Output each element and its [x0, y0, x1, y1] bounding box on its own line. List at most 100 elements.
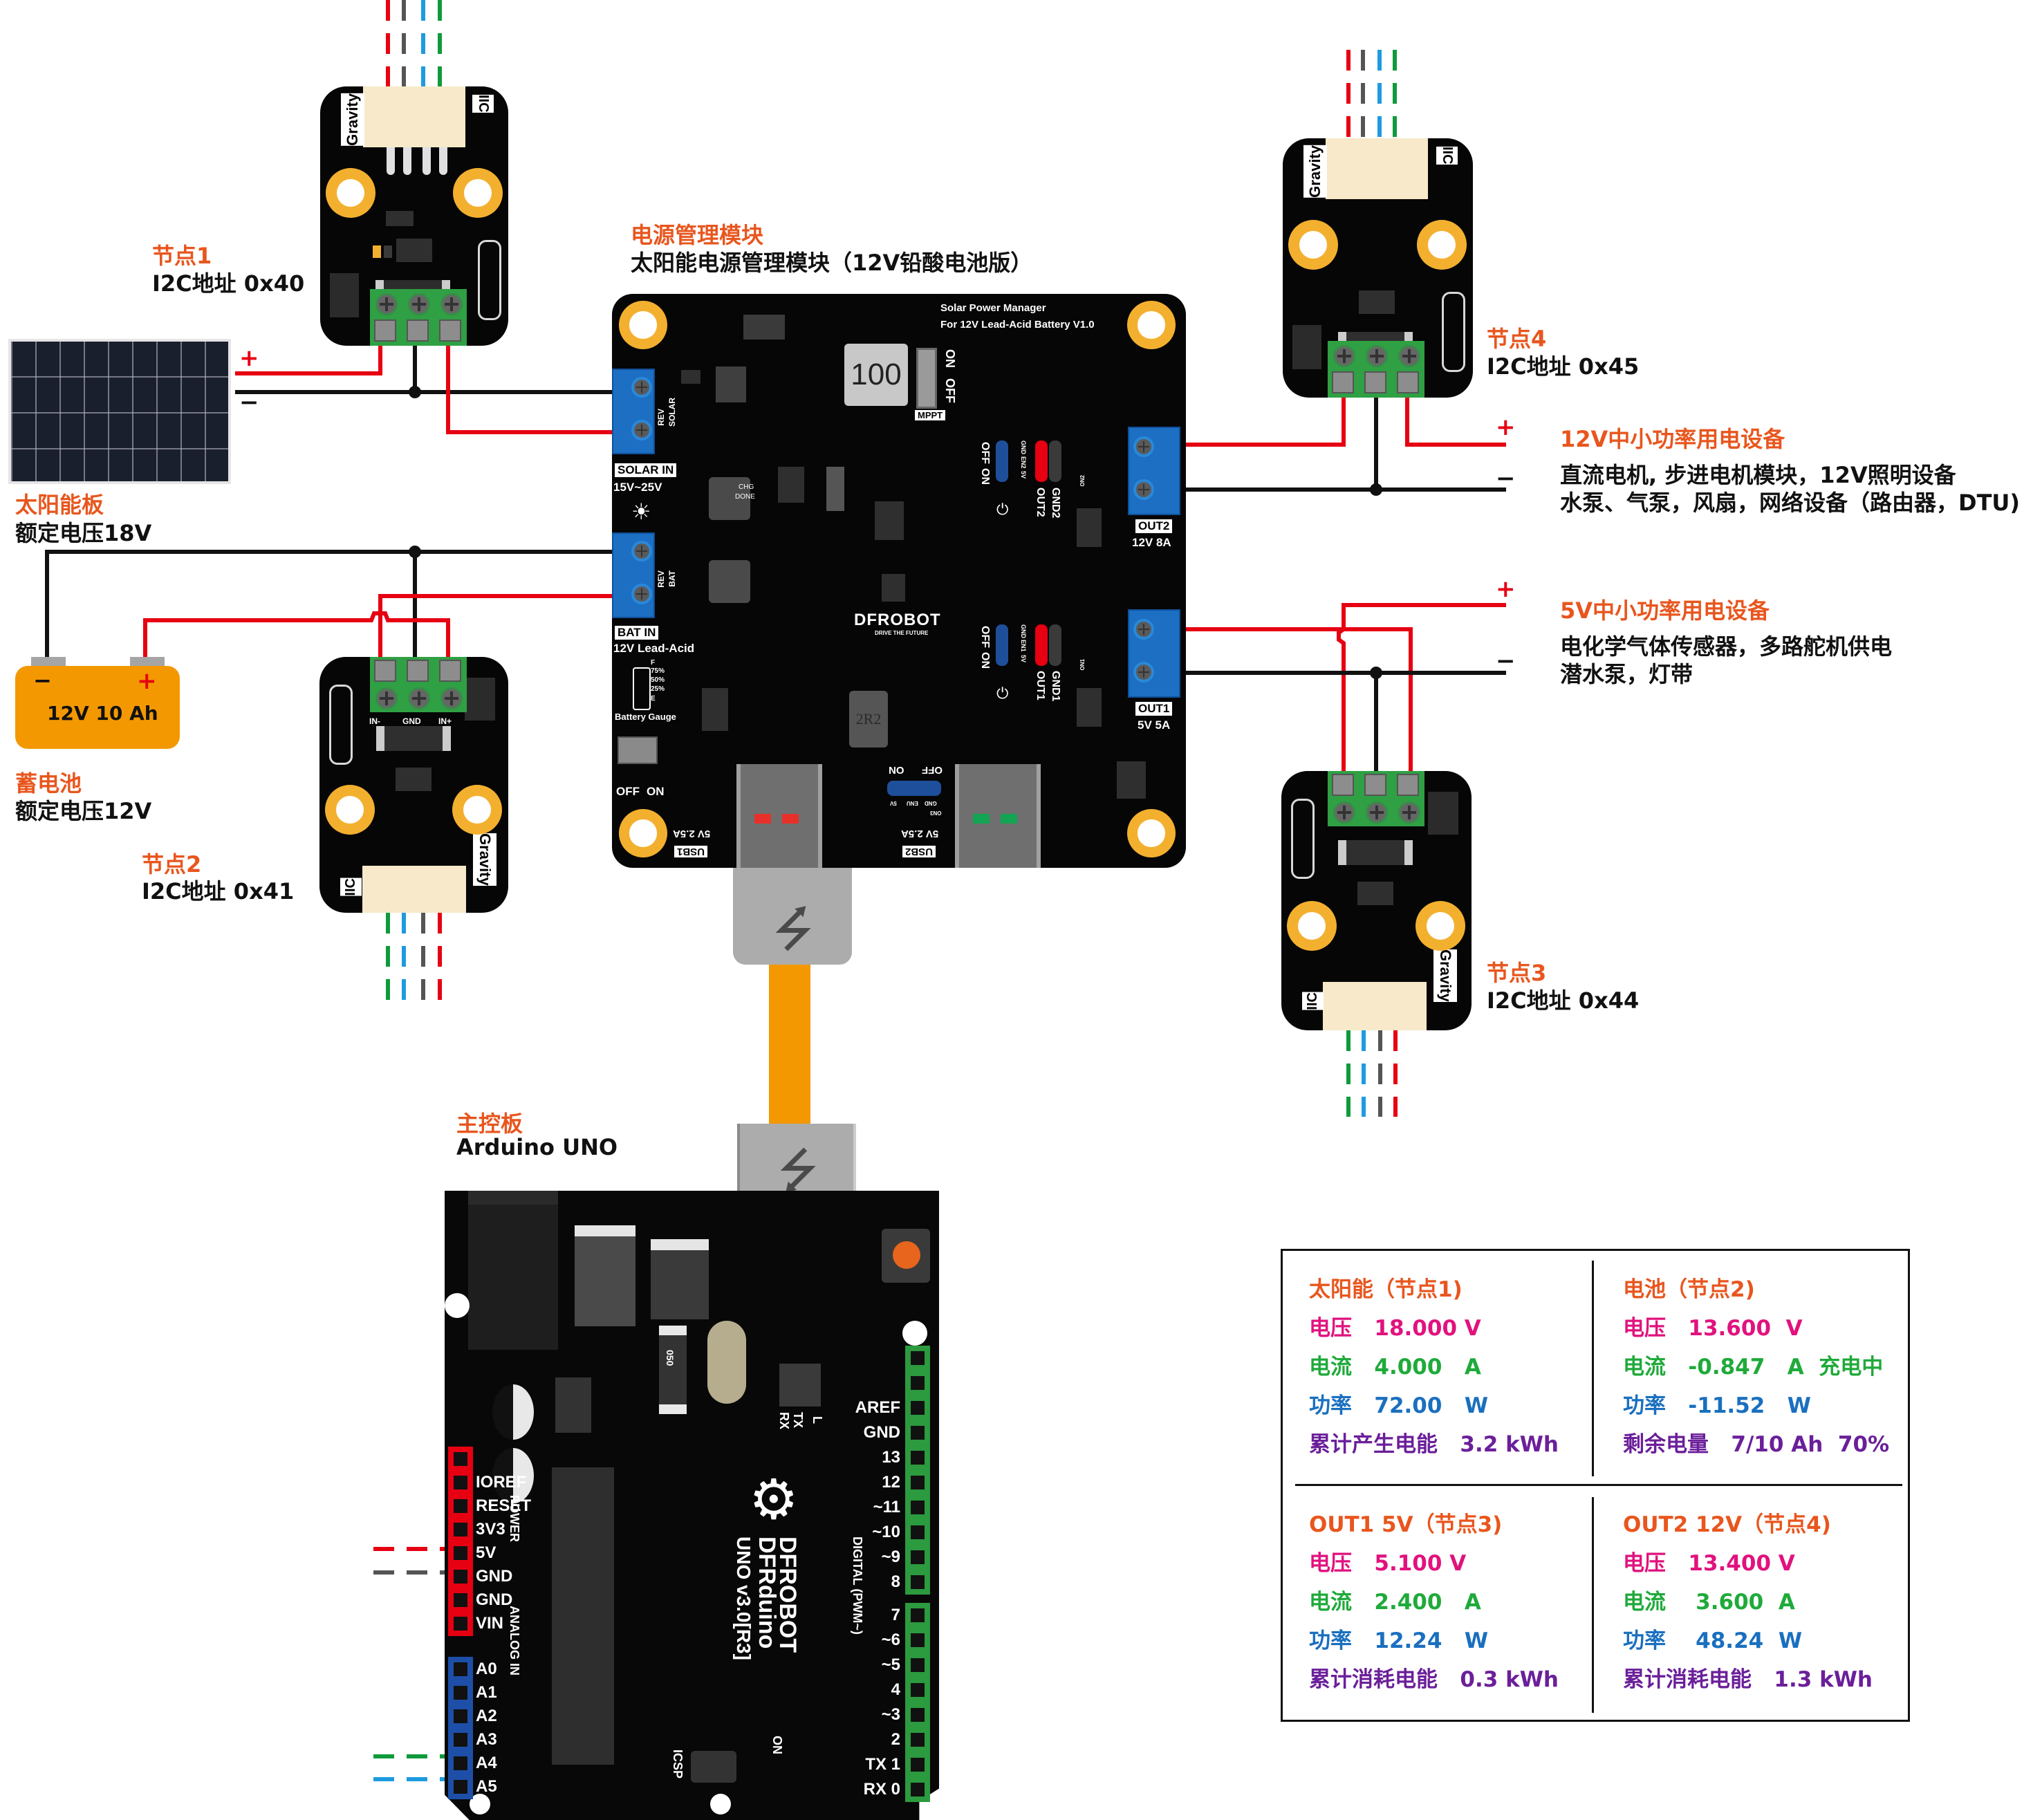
digital-pin[interactable]	[908, 1631, 927, 1650]
board-brand: DFROBOT	[774, 1536, 801, 1653]
gauge-level-f: F	[651, 659, 656, 667]
digital-pin-label: ~9	[881, 1548, 900, 1566]
usb1-port[interactable]	[736, 764, 822, 868]
solar-plus-sign: +	[239, 344, 259, 372]
digital-pin[interactable]	[908, 1730, 927, 1749]
digital-pin-label: GND	[863, 1423, 900, 1442]
digital-pin[interactable]	[908, 1680, 927, 1700]
analog-group-label: ANALOG IN	[508, 1606, 521, 1675]
out2-wires	[1162, 394, 1506, 492]
digital-pin[interactable]	[908, 1398, 927, 1418]
gauge-level-75: 75%	[651, 667, 665, 675]
digital-pin[interactable]	[908, 1655, 927, 1675]
load12v-minus: −	[1496, 465, 1516, 492]
node2-name: 节点2	[142, 851, 202, 878]
digital-pin[interactable]	[908, 1423, 927, 1442]
load5v-plus: +	[1496, 575, 1516, 603]
gravity-connector	[362, 866, 466, 913]
rx-led-label: RX	[777, 1412, 791, 1430]
digital-pin[interactable]	[908, 1348, 927, 1368]
inductor-100: 100	[844, 344, 908, 406]
gnd1-header	[1049, 624, 1061, 666]
gnd1-pin-label: GND1	[1050, 671, 1061, 702]
power-pin[interactable]	[451, 1567, 470, 1586]
usb2-port[interactable]	[955, 764, 1041, 868]
en2-jumper[interactable]	[996, 440, 1008, 482]
digital-pin[interactable]	[908, 1606, 927, 1625]
en1-jumper[interactable]	[996, 624, 1008, 666]
battery-plus-sign: +	[137, 667, 157, 695]
silk-title-line1: Solar Power Manager	[940, 302, 1046, 314]
gravity-connector	[1323, 982, 1427, 1030]
jumper1-gnd: GND	[1020, 624, 1027, 638]
digital-pin-label: ~10	[872, 1523, 900, 1541]
solar-in-terminal	[612, 369, 655, 454]
power-pin[interactable]	[451, 1520, 470, 1539]
load5v-line2: 潜水泵，灯带	[1560, 661, 1693, 687]
panel-divider-vertical	[1592, 1497, 1594, 1713]
usb2-spec: 5V 2.5A	[901, 828, 939, 839]
digital-pin[interactable]	[908, 1705, 927, 1725]
digital-pin[interactable]	[908, 1473, 927, 1492]
digital-pin[interactable]	[908, 1755, 927, 1774]
power-pin-label: GND	[476, 1567, 513, 1586]
battery-readings-title: 电池（节点2)	[1623, 1277, 1755, 1302]
analog-pin[interactable]	[451, 1707, 470, 1726]
out1-readings-title: OUT1 5V（节点3)	[1309, 1512, 1503, 1537]
power-pin[interactable]	[451, 1590, 470, 1610]
board-model: DFRduino	[754, 1536, 780, 1649]
analog-pin[interactable]	[451, 1777, 470, 1796]
reset-button[interactable]	[882, 1229, 930, 1283]
jumper1-on-label: ON	[979, 652, 991, 669]
usb-jumper-gnd: GND	[925, 800, 937, 806]
power-pin[interactable]	[451, 1449, 470, 1469]
usb-cable	[769, 965, 810, 1125]
power-switch[interactable]	[618, 736, 658, 764]
gravity-connector	[363, 86, 465, 147]
power-pin[interactable]	[451, 1473, 470, 1492]
node1-terminal-block	[370, 289, 467, 346]
digital-pin[interactable]	[908, 1373, 927, 1393]
solar-panel	[8, 339, 231, 484]
junction-dot	[1370, 483, 1382, 496]
junction-dot	[1370, 667, 1382, 679]
i2c-header	[478, 240, 501, 320]
bat-label: BAT	[667, 570, 677, 587]
usb-jumper-off: OFF	[922, 764, 943, 776]
out2-readings-title: OUT2 12V（节点4)	[1623, 1512, 1831, 1537]
digital-pin[interactable]	[908, 1780, 927, 1799]
load5v-line1: 电化学气体传感器，多路舵机供电	[1560, 633, 1893, 660]
digital-pin[interactable]	[908, 1448, 927, 1467]
enu-jumper[interactable]	[887, 781, 941, 796]
solar-voltage: 电压 18.000 V	[1309, 1316, 1481, 1341]
iic-label: IIC	[472, 95, 494, 113]
solar-energy: 累计产生电能 3.2 kWh	[1309, 1432, 1559, 1457]
power-pin[interactable]	[451, 1496, 470, 1516]
solar-current: 电流 4.000 A	[1309, 1355, 1481, 1380]
analog-pin-label: A3	[476, 1730, 497, 1749]
node4-name: 节点4	[1487, 326, 1547, 352]
power-icon: ⏻	[996, 685, 1009, 703]
analog-pin[interactable]	[451, 1754, 470, 1773]
power-pin[interactable]	[451, 1543, 470, 1563]
power-pin[interactable]	[451, 1614, 470, 1633]
digital-pin[interactable]	[908, 1498, 927, 1517]
analog-pin[interactable]	[451, 1683, 470, 1702]
controller-category: 主控板	[456, 1111, 523, 1137]
inductor-2r2: 2R2	[849, 691, 888, 748]
analog-pin[interactable]	[451, 1730, 470, 1749]
analog-pin[interactable]	[451, 1660, 470, 1679]
digital-pin[interactable]	[908, 1572, 927, 1592]
out2-readings: OUT2 12V（节点4) 电压 13.400 V 电流 3.600 A 功率 …	[1623, 1505, 1873, 1699]
panel-divider-horizontal	[1295, 1484, 1902, 1486]
iic-label: IIC	[340, 878, 362, 896]
dip-switch	[1428, 792, 1458, 835]
digital-pin[interactable]	[908, 1548, 927, 1567]
mppt-on-label: ON	[943, 349, 957, 368]
load12v-plus: +	[1496, 414, 1516, 441]
battery-gauge-leds	[633, 667, 651, 710]
digital-pin[interactable]	[908, 1523, 927, 1542]
mppt-switch[interactable]	[916, 348, 937, 409]
battery-readings: 电池（节点2) 电压 13.600 V 电流 -0.847 A 充电中 功率 -…	[1623, 1270, 1889, 1464]
load5v-title: 5V中小功率用电设备	[1560, 597, 1770, 624]
